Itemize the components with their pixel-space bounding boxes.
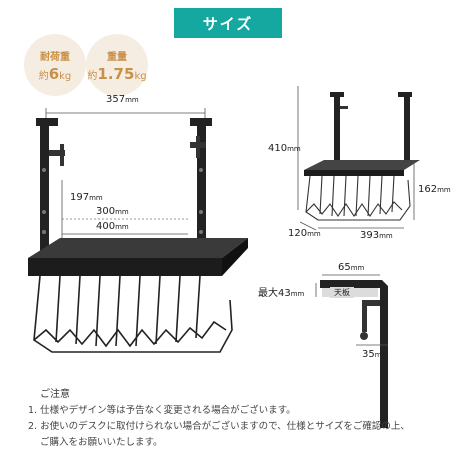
weight-badge: 重量 約1.75kg [86,34,148,96]
clamp-gap-dimension: 35mm [362,349,389,360]
main-depth-dimension: 197mm [70,192,103,203]
side-basket-height-dimension: 162mm [418,184,451,195]
load-capacity-label: 耐荷重 [40,51,70,63]
weight-label: 重量 [107,51,127,63]
note-item-2-continued: ご購入をお願いいたします。 [40,437,163,448]
side-height-dimension: 410mm [268,143,301,154]
max-thickness-dimension: 最大43mm [258,288,305,299]
main-inner-width-dimension: 300mm [96,206,129,217]
notes-title: ご注意 [40,389,70,400]
weight-value: 約1.75kg [87,64,147,83]
clamp-depth-dimension: 65mm [338,262,365,273]
side-width-dimension: 393mm [360,230,393,241]
main-top-width-dimension: 357mm [106,94,139,105]
side-depth-dimension: 120mm [288,228,321,239]
page-title: サイズ [174,8,282,38]
note-item-2: 2. お使いのデスクに取付けられない場合がございますので、仕様とサイズをご確認の… [28,421,410,432]
load-capacity-value: 約6kg [38,64,72,83]
load-capacity-badge: 耐荷重 約6kg [24,34,86,96]
note-item-1: 1. 仕様やデザイン等は予告なく変更される場合がございます。 [28,405,296,416]
main-tray-width-dimension: 400mm [96,221,129,232]
desk-board-label: 天板 [330,287,354,298]
